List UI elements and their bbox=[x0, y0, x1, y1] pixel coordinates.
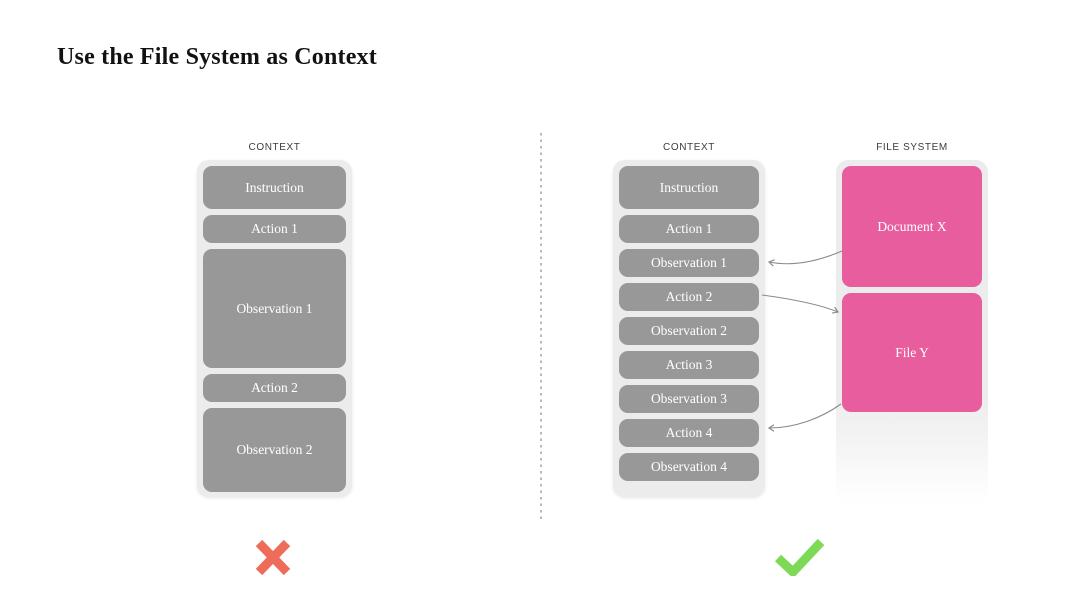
arrow-document-x-to-observation-1 bbox=[767, 250, 843, 267]
divider-dotted-line bbox=[540, 133, 542, 520]
right-box-instruction: Instruction bbox=[619, 166, 759, 209]
right-box-action-4: Action 4 bbox=[619, 419, 759, 447]
arrow-file-y-to-action-4 bbox=[767, 403, 842, 432]
right-box-action-1: Action 1 bbox=[619, 215, 759, 243]
left-box-instruction: Instruction bbox=[203, 166, 346, 209]
right-box-action-2: Action 2 bbox=[619, 283, 759, 311]
left-box-observation-1: Observation 1 bbox=[203, 249, 346, 368]
file-system-label: FILE SYSTEM bbox=[876, 142, 948, 153]
left-box-action-1: Action 1 bbox=[203, 215, 346, 243]
right-box-observation-1: Observation 1 bbox=[619, 249, 759, 277]
fs-box-document-x: Document X bbox=[842, 166, 982, 287]
left-box-observation-2: Observation 2 bbox=[203, 408, 346, 492]
right-box-observation-3: Observation 3 bbox=[619, 385, 759, 413]
right-context-label: CONTEXT bbox=[663, 142, 715, 153]
left-context-label: CONTEXT bbox=[248, 142, 301, 153]
right-box-observation-2: Observation 2 bbox=[619, 317, 759, 345]
right-box-observation-4: Observation 4 bbox=[619, 453, 759, 481]
right-box-action-3: Action 3 bbox=[619, 351, 759, 379]
cross-icon bbox=[255, 539, 291, 576]
fs-box-file-y: File Y bbox=[842, 293, 982, 412]
check-icon bbox=[774, 538, 825, 576]
page-title: Use the File System as Context bbox=[57, 44, 377, 70]
left-box-action-2: Action 2 bbox=[203, 374, 346, 402]
arrow-action-2-to-file-y bbox=[761, 294, 840, 314]
